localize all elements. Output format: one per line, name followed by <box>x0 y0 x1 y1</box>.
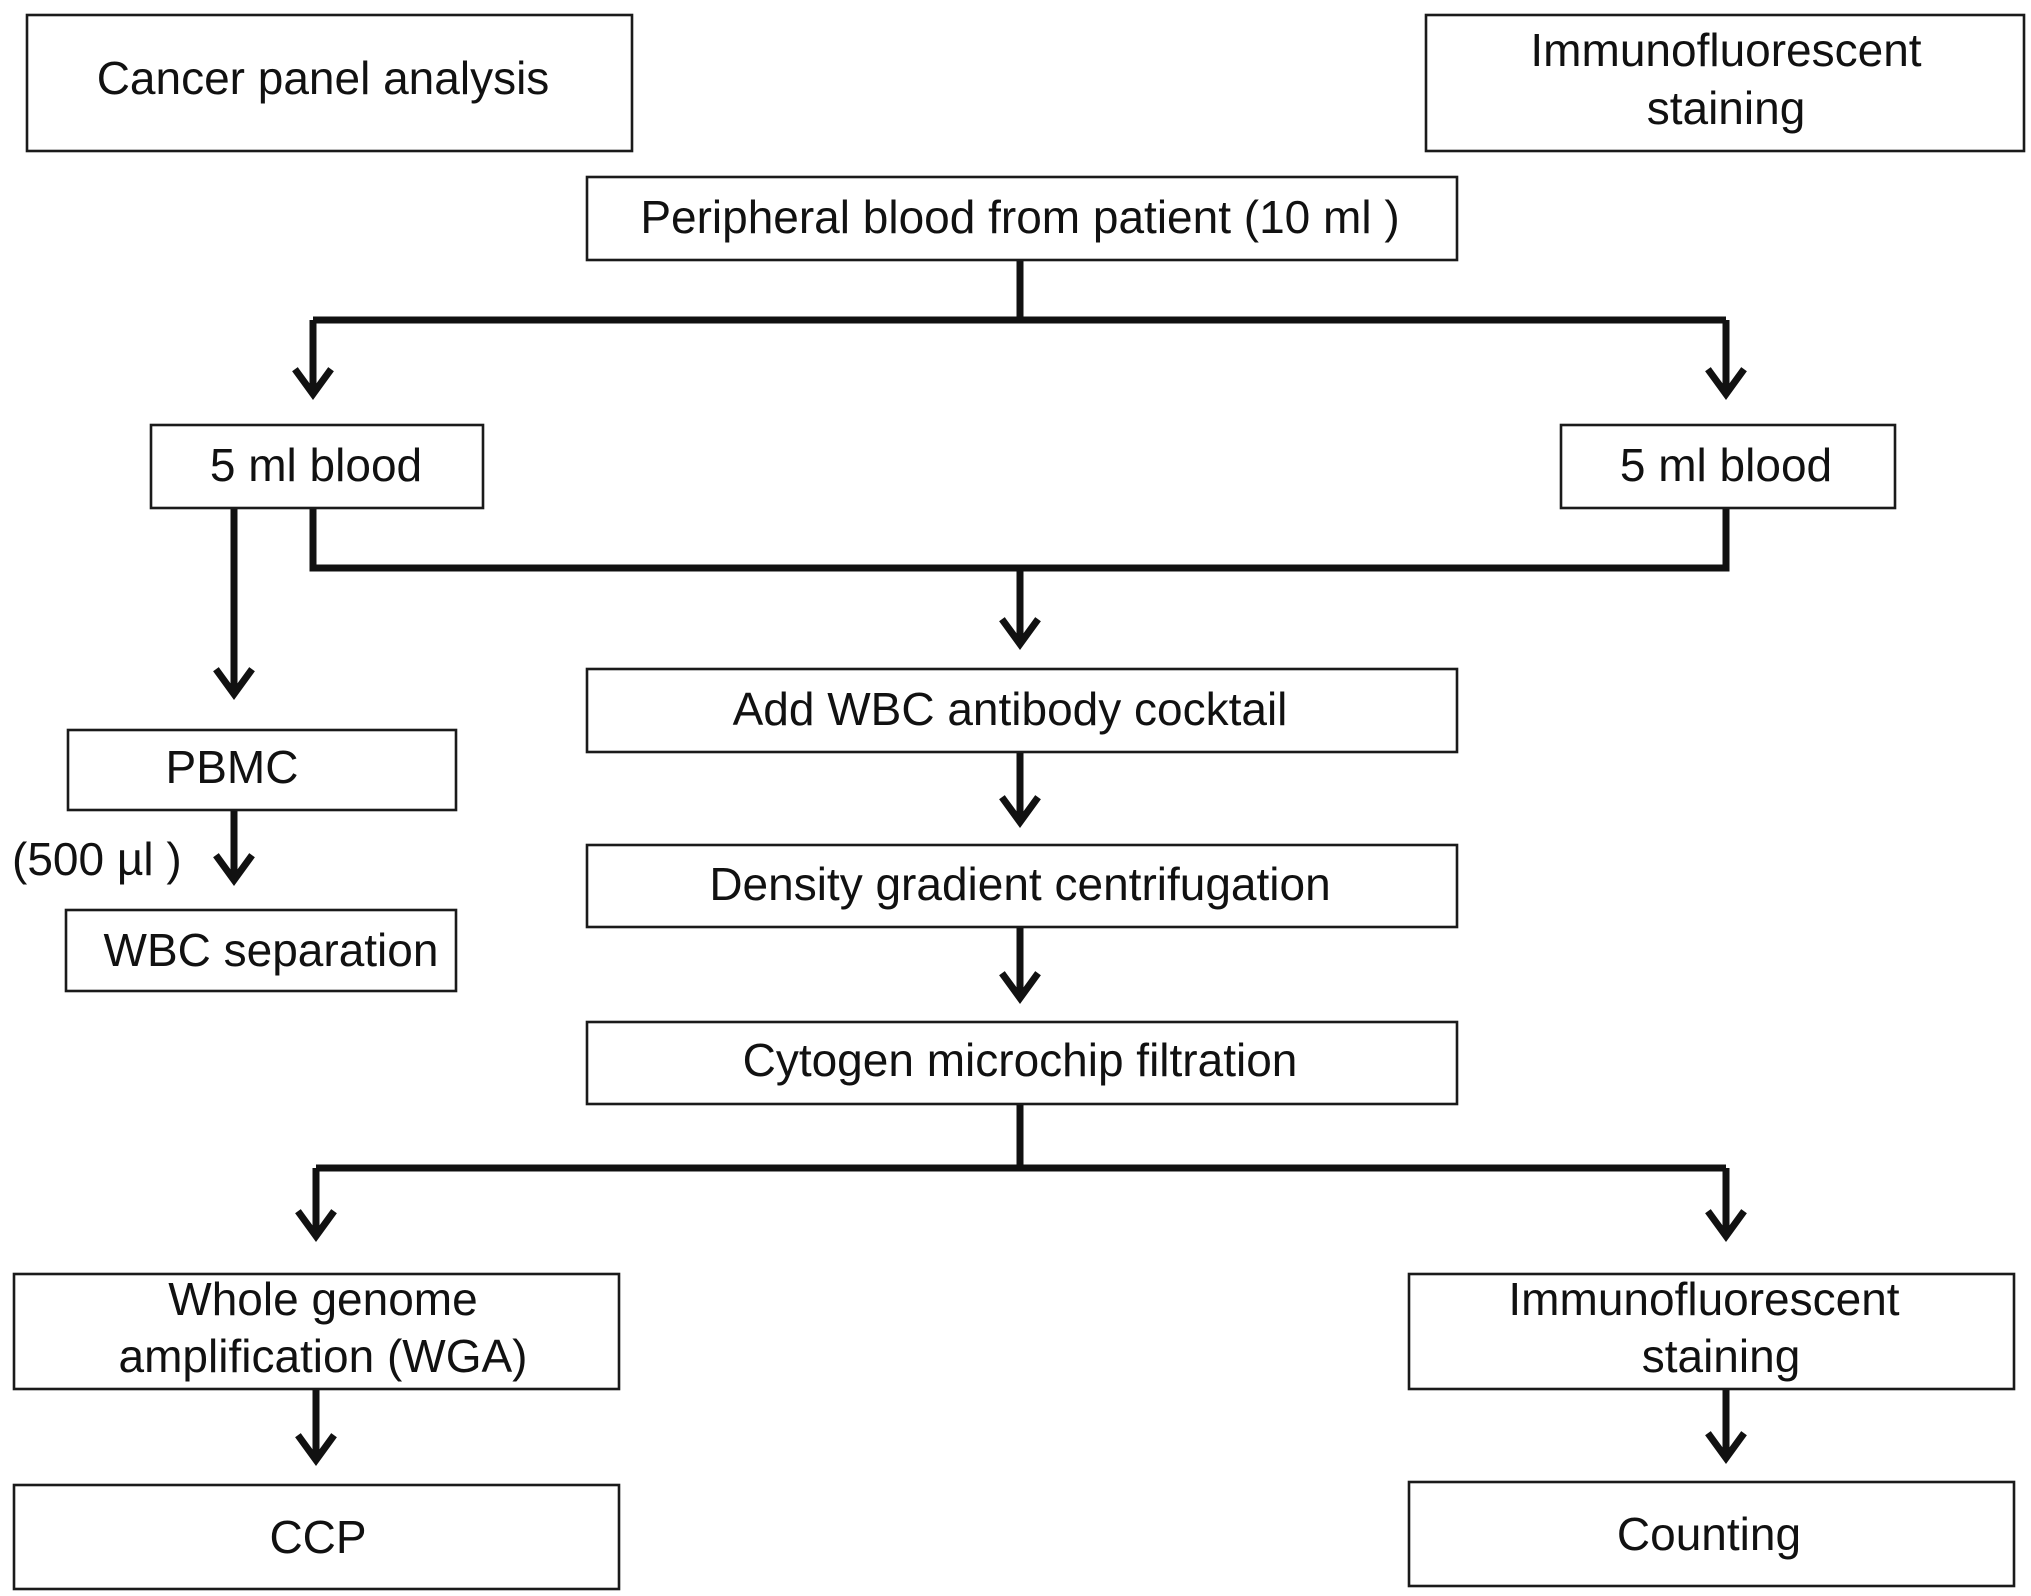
node-pbmc-label-1: PBMC <box>166 741 299 793</box>
arrowhead-wbc-separation <box>213 853 255 886</box>
node-wga-label-2: amplification (WGA) <box>119 1330 528 1382</box>
node-immunofluorescent-bottom-label-2: staining <box>1642 1330 1801 1382</box>
edge-peripheral-split <box>309 260 1730 394</box>
connectors <box>230 260 1730 1460</box>
node-peripheral-blood: Peripheral blood from patient (10 ml ) <box>585 175 1459 262</box>
node-cancer-panel-label-1: Cancer panel analysis <box>97 52 550 104</box>
node-immunofluorescent-top: Immunofluorescent staining <box>1424 13 2026 153</box>
node-blood-left-label-1: 5 ml blood <box>210 439 422 491</box>
arrowhead-counting <box>1705 1431 1747 1464</box>
node-immunofluorescent-bottom-label-1: Immunofluorescent <box>1508 1273 1899 1325</box>
node-add-wbc-label-1: Add WBC antibody cocktail <box>733 683 1288 735</box>
node-wbc-separation-label-1: WBC separation <box>104 924 439 976</box>
node-counting: Counting <box>1407 1480 2016 1588</box>
arrowheads <box>213 367 1747 1466</box>
node-counting-label-1: Counting <box>1617 1508 1801 1560</box>
node-pbmc: PBMC <box>66 728 458 812</box>
node-cancer-panel: Cancer panel analysis <box>25 13 634 153</box>
node-cytogen-filtration: Cytogen microchip filtration <box>585 1020 1459 1106</box>
edge-blood-merge <box>309 508 1730 644</box>
node-immunofluorescent-top-label-1: Immunofluorescent <box>1530 24 1921 76</box>
node-immunofluorescent-top-label-2: staining <box>1647 82 1806 134</box>
arrowhead-pbmc <box>213 667 255 700</box>
node-ccp-label-1: CCP <box>269 1511 366 1563</box>
node-density-gradient: Density gradient centrifugation <box>585 843 1459 929</box>
edge-cytogen-split <box>312 1104 1730 1236</box>
node-wga: Whole genome amplification (WGA) <box>12 1272 621 1391</box>
arrowhead-blood-right <box>1705 367 1747 400</box>
node-peripheral-blood-label-1: Peripheral blood from patient (10 ml ) <box>640 191 1399 243</box>
arrowhead-cytogen <box>999 971 1041 1004</box>
arrowhead-immuno-bottom <box>1705 1209 1747 1242</box>
node-blood-left: 5 ml blood <box>149 423 485 510</box>
arrowhead-density <box>999 795 1041 828</box>
node-blood-right-label-1: 5 ml blood <box>1620 439 1832 491</box>
node-ccp: CCP <box>12 1483 621 1591</box>
arrowhead-wga <box>295 1209 337 1242</box>
arrowhead-add-wbc <box>999 617 1041 650</box>
node-wbc-separation: WBC separation <box>64 908 458 993</box>
node-blood-right: 5 ml blood <box>1559 423 1897 510</box>
node-immunofluorescent-bottom: Immunofluorescent staining <box>1407 1272 2016 1391</box>
node-wga-label-1: Whole genome <box>168 1273 477 1325</box>
arrowhead-ccp <box>295 1433 337 1466</box>
node-cytogen-filtration-label-1: Cytogen microchip filtration <box>743 1034 1298 1086</box>
node-density-gradient-label-1: Density gradient centrifugation <box>709 858 1330 910</box>
pbmc-volume-note: (500 µl ) <box>12 833 182 885</box>
arrowhead-blood-left <box>292 367 334 400</box>
node-add-wbc: Add WBC antibody cocktail <box>585 667 1459 754</box>
